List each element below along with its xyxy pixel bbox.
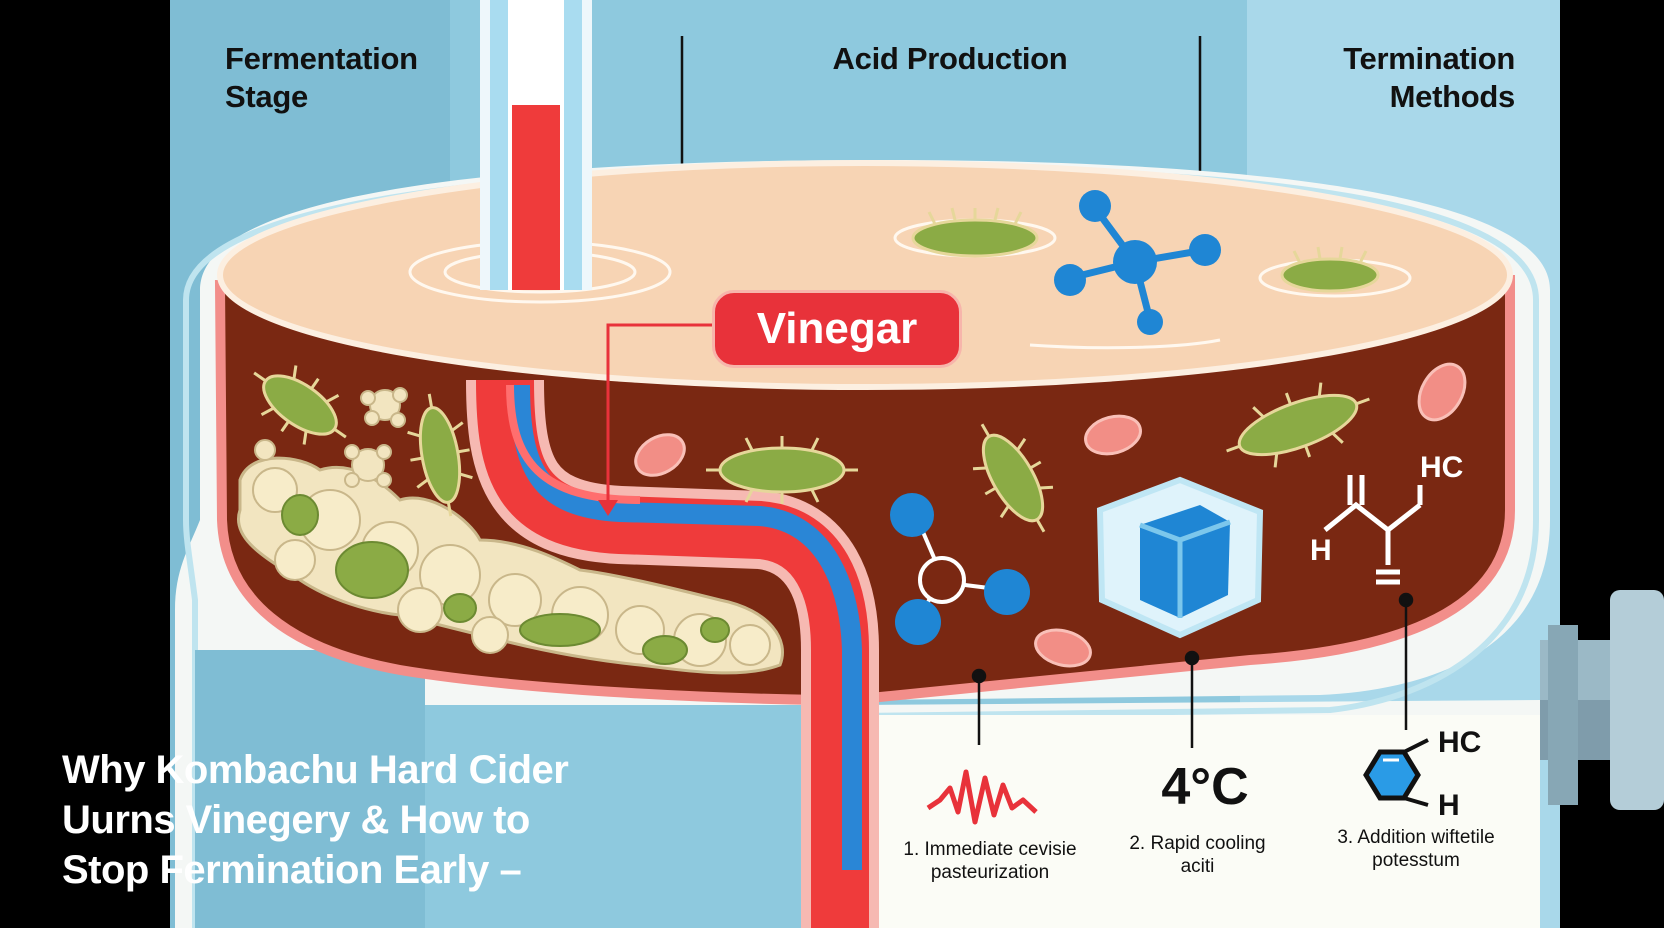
method-caption-addition: 3. Addition wiftetile potesstum	[1318, 826, 1514, 872]
header-fermentation-stage: Fermentation Stage	[225, 41, 418, 114]
ice-cube-icon	[1096, 476, 1264, 639]
siphon-tube	[466, 0, 879, 928]
chem-label-h-left: H	[1310, 534, 1332, 567]
heat-wave-icon	[926, 769, 1038, 825]
pink-cells	[634, 362, 1467, 668]
temperature-readout: 4°C	[1161, 758, 1249, 816]
title-line-3: Stop Fermination Early –	[62, 848, 522, 892]
title-line-2: Uurns Vinegery & How to	[62, 798, 530, 842]
hexagon-molecule-icon	[1363, 738, 1429, 807]
chem-label-hc-top: HC	[1420, 451, 1464, 484]
chem-label-hc-bottom: HC	[1438, 726, 1482, 759]
vinegar-callout: Vinegar	[712, 290, 962, 368]
structural-formula	[1323, 475, 1423, 585]
spore-shapes	[254, 387, 408, 488]
method-3-line1: 3. Addition wiftetile	[1337, 827, 1495, 848]
method-2-line2: aciti	[1180, 856, 1215, 877]
title-line-1: Why Kombachu Hard Cider	[62, 748, 569, 792]
header-acid-production: Acid Production	[832, 41, 1068, 76]
submerged-molecule-icon	[890, 493, 1030, 645]
article-title: Why Kombachu Hard Cider Uurns Vinegery &…	[62, 745, 662, 895]
method-2-line1: 2. Rapid cooling	[1129, 833, 1266, 854]
yeast-cluster	[236, 456, 784, 675]
method-caption-cooling: 2. Rapid cooling aciti	[1115, 832, 1280, 878]
chem-label-h-bottom: H	[1438, 789, 1460, 822]
method-1-line1: 1. Immediate cevisie	[903, 839, 1077, 860]
pipe-fixture	[1540, 590, 1664, 810]
method-pointers	[971, 592, 1414, 748]
bacteria	[253, 207, 1380, 533]
method-caption-pasteurization: 1. Immediate cevisie pasteurization	[890, 838, 1090, 884]
surface-molecule-icon	[1054, 190, 1221, 335]
method-3-line2: potesstum	[1372, 850, 1460, 871]
header-termination-methods: Termination Methods	[1343, 41, 1515, 114]
method-1-line2: pasteurization	[930, 862, 1050, 883]
